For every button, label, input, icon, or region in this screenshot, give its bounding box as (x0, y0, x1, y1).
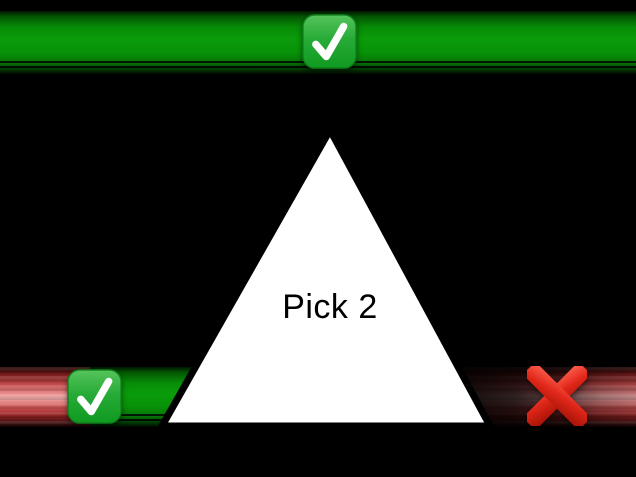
pick-count-label: Pick 2 (282, 288, 378, 326)
cross-mark-icon (527, 366, 587, 426)
check-mark-icon (302, 13, 357, 70)
check-mark-icon (67, 367, 122, 426)
